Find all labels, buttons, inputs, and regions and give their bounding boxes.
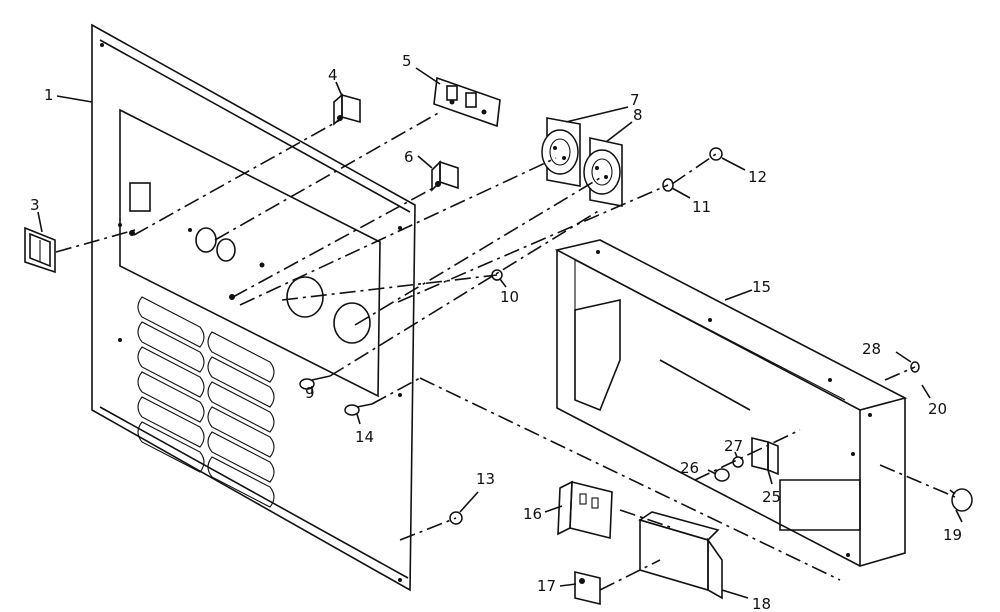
callout-1: 1 — [44, 86, 54, 104]
screw-part-9 — [299, 375, 331, 390]
callout-17: 17 — [537, 577, 556, 595]
callout-labels: 1 3 4 5 6 7 8 9 10 11 12 13 14 15 16 17 … — [30, 52, 962, 612]
callout-5: 5 — [402, 52, 412, 70]
callout-leaders — [37, 67, 963, 599]
callout-18: 18 — [752, 595, 771, 612]
assembly-lines — [55, 111, 956, 591]
switch-part-4 — [333, 93, 361, 126]
callout-16: 16 — [523, 505, 542, 523]
callout-27: 27 — [724, 437, 743, 455]
callout-11: 11 — [692, 198, 711, 216]
callout-15: 15 — [752, 278, 771, 296]
nut-part-26 — [714, 468, 730, 482]
enclosure-box-part-15 — [554, 239, 908, 567]
screw-part-14 — [344, 403, 373, 416]
callout-7: 7 — [630, 91, 640, 109]
capacitor-bracket-part-16 — [557, 480, 613, 540]
receptacle-part-8 — [583, 137, 623, 207]
callout-28: 28 — [862, 340, 881, 358]
callout-9: 9 — [305, 384, 315, 402]
terminal-board-part-5 — [433, 76, 501, 128]
nut-part-12 — [709, 147, 723, 161]
callout-20: 20 — [928, 400, 947, 418]
rectifier-bracket-part-18 — [638, 511, 723, 600]
callout-25: 25 — [762, 488, 781, 506]
panel-vent-slots — [137, 296, 275, 508]
callout-12: 12 — [748, 168, 767, 186]
callout-4: 4 — [328, 66, 338, 84]
clip-part-17 — [574, 570, 601, 606]
callout-26: 26 — [680, 459, 699, 477]
receptacle-part-7 — [541, 117, 581, 187]
control-panel-part-1 — [91, 23, 416, 592]
callout-13: 13 — [476, 470, 495, 488]
breaker-part-6 — [431, 160, 459, 192]
diode-bracket-part-25 — [751, 436, 779, 476]
callout-14: 14 — [355, 428, 374, 446]
switch-cover-part-3 — [24, 226, 56, 274]
callout-3: 3 — [30, 196, 40, 214]
callout-10: 10 — [500, 288, 519, 306]
callout-19: 19 — [943, 526, 962, 544]
callout-6: 6 — [404, 148, 414, 166]
callout-8: 8 — [633, 106, 643, 124]
knob-part-19 — [949, 488, 973, 512]
